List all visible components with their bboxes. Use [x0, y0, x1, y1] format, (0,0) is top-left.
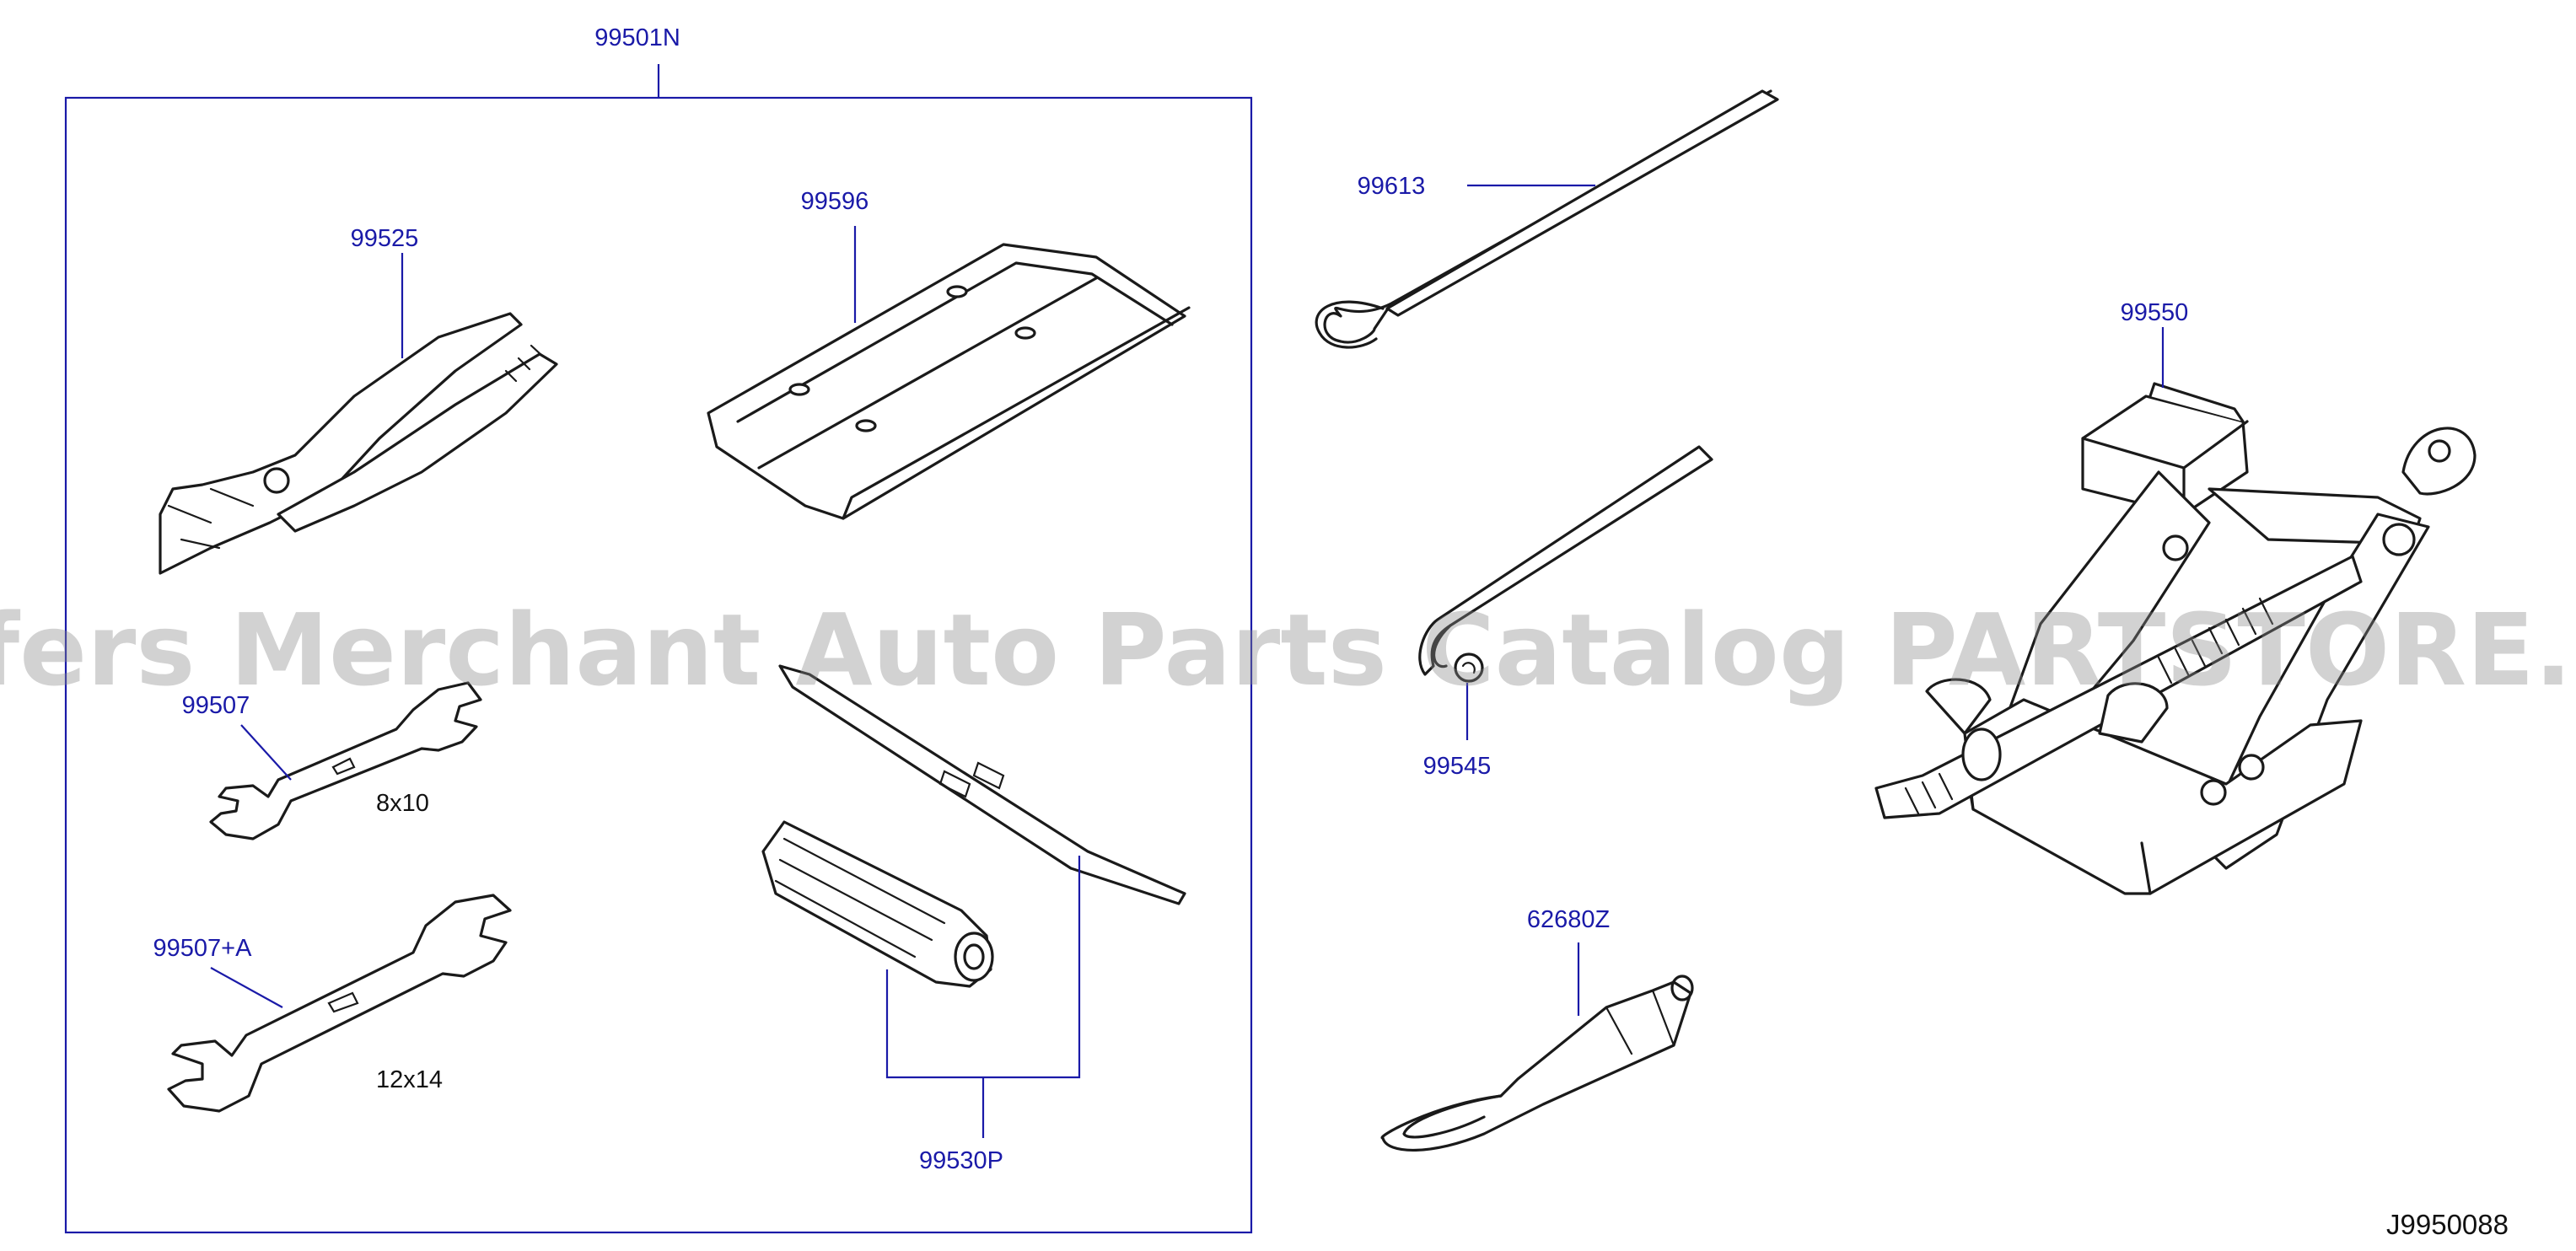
screwdriver-part[interactable]: 99530P	[761, 664, 1186, 1174]
callout-wrench-small[interactable]: 99507	[182, 692, 250, 719]
callout-jack[interactable]: 99550	[2121, 299, 2189, 326]
diagram-id: J9950088	[2386, 1209, 2509, 1240]
callout-jack-handle[interactable]: 99545	[1423, 753, 1492, 780]
callout-screwdriver[interactable]: 99530P	[919, 1147, 1003, 1174]
wrench-small-part[interactable]: 99507 8x10	[182, 681, 482, 840]
wrench-small-size: 8x10	[376, 790, 429, 817]
tow-hook-part[interactable]: 62680Z	[1380, 906, 1694, 1152]
wrench-large-part[interactable]: 99507+A 12x14	[153, 894, 512, 1113]
callout-tow-hook[interactable]: 62680Z	[1527, 906, 1610, 933]
jack-handle-part[interactable]: 99545	[1418, 445, 1713, 780]
callout-jack-rod[interactable]: 99613	[1358, 173, 1426, 200]
callout-tool-bag[interactable]: 99596	[801, 188, 869, 215]
tool-kit-group: 99501N	[64, 24, 1253, 1234]
jack-rod-part[interactable]: 99613	[1315, 89, 1779, 349]
jack-part[interactable]: 99550	[1874, 299, 2477, 895]
callout-pliers[interactable]: 99525	[351, 225, 419, 252]
tool-bag-part[interactable]: 99596	[707, 188, 1191, 520]
wrench-large-size: 12x14	[376, 1066, 443, 1093]
watermark: Offers Merchant Auto Parts Catalog PARTS…	[0, 592, 2576, 708]
pliers-part[interactable]: 99525	[159, 225, 558, 575]
callout-wrench-large[interactable]: 99507+A	[153, 935, 253, 962]
callout-tool-kit[interactable]: 99501N	[594, 24, 680, 51]
